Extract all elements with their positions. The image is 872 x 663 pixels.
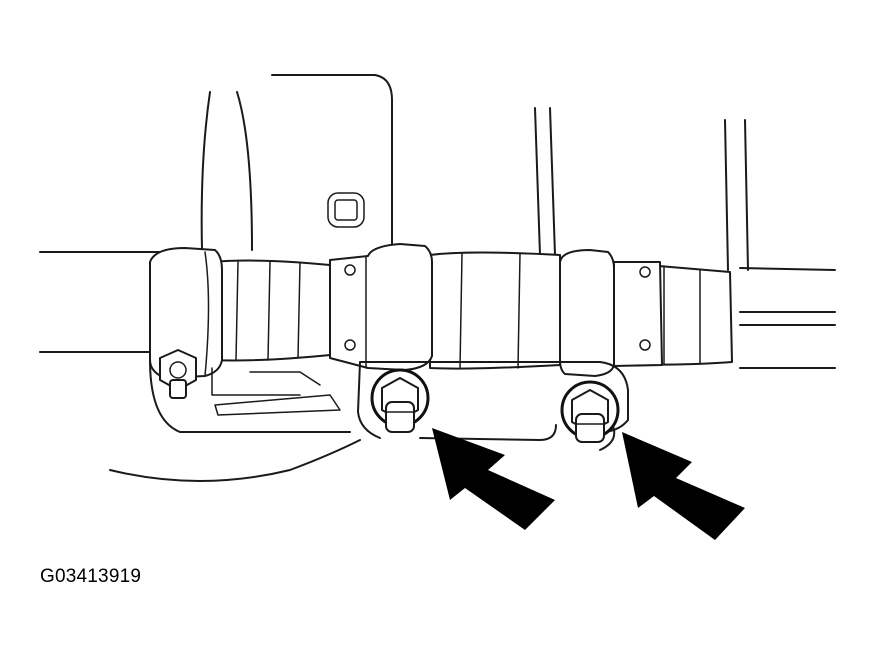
- vertical-rods: [534, 107, 749, 271]
- middle-clamp: [329, 243, 433, 371]
- housing-outline: [200, 74, 393, 251]
- left-clamp: [149, 247, 223, 379]
- arrow-bolt-right: [622, 432, 745, 540]
- left-clamp-nut: [159, 349, 197, 399]
- mounting-bracket: [109, 359, 629, 482]
- arrow-bolt-left: [432, 428, 555, 530]
- bolt-right: [560, 380, 620, 443]
- right-clamp: [559, 249, 663, 377]
- figure-id-label: G03413919: [40, 566, 142, 587]
- bolt-left: [370, 368, 430, 433]
- outer-tube: [39, 251, 836, 369]
